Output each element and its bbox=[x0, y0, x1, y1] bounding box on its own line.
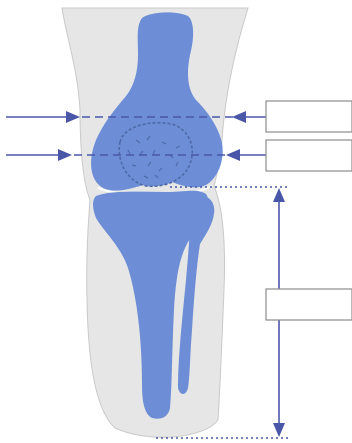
middle-label-box bbox=[266, 140, 352, 171]
upper-label-box bbox=[266, 101, 352, 132]
lower-label-box bbox=[266, 289, 352, 320]
